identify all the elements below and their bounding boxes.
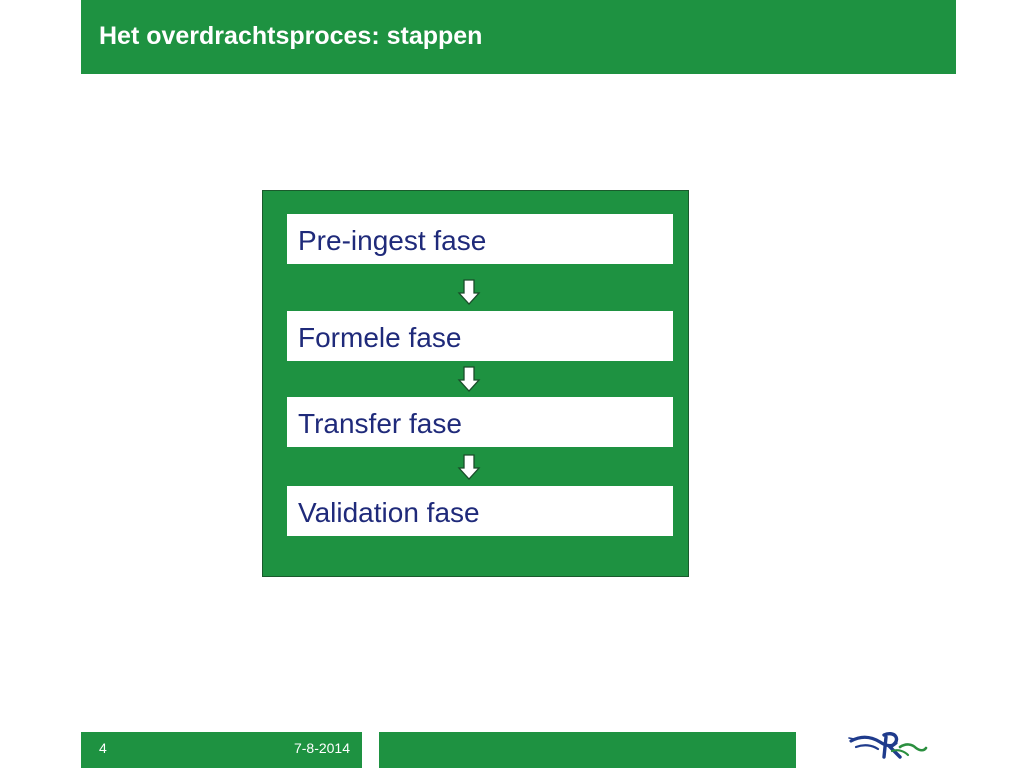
down-arrow-icon <box>457 454 481 480</box>
footer-date: 7-8-2014 <box>293 740 350 756</box>
step-box-validation: Validation fase <box>287 486 673 536</box>
step-box-transfer: Transfer fase <box>287 397 673 447</box>
down-arrow-icon <box>457 366 481 392</box>
step-label: Pre-ingest fase <box>298 225 487 256</box>
process-flow-panel: Pre-ingest fase Formele fase Transfer fa… <box>262 190 689 577</box>
down-arrow-icon <box>457 279 481 305</box>
step-box-pre-ingest: Pre-ingest fase <box>287 214 673 264</box>
footer-bar-left: 4 7-8-2014 <box>81 732 362 768</box>
footer-bar-right <box>379 732 796 768</box>
slide-title: Het overdrachtsproces: stappen <box>99 22 483 50</box>
step-label: Formele fase <box>298 322 462 353</box>
organization-logo-icon <box>848 731 928 759</box>
page-number: 4 <box>99 740 107 756</box>
step-box-formele: Formele fase <box>287 311 673 361</box>
step-label: Validation fase <box>298 497 480 528</box>
slide-header: Het overdrachtsproces: stappen <box>81 0 956 74</box>
step-label: Transfer fase <box>298 408 462 439</box>
